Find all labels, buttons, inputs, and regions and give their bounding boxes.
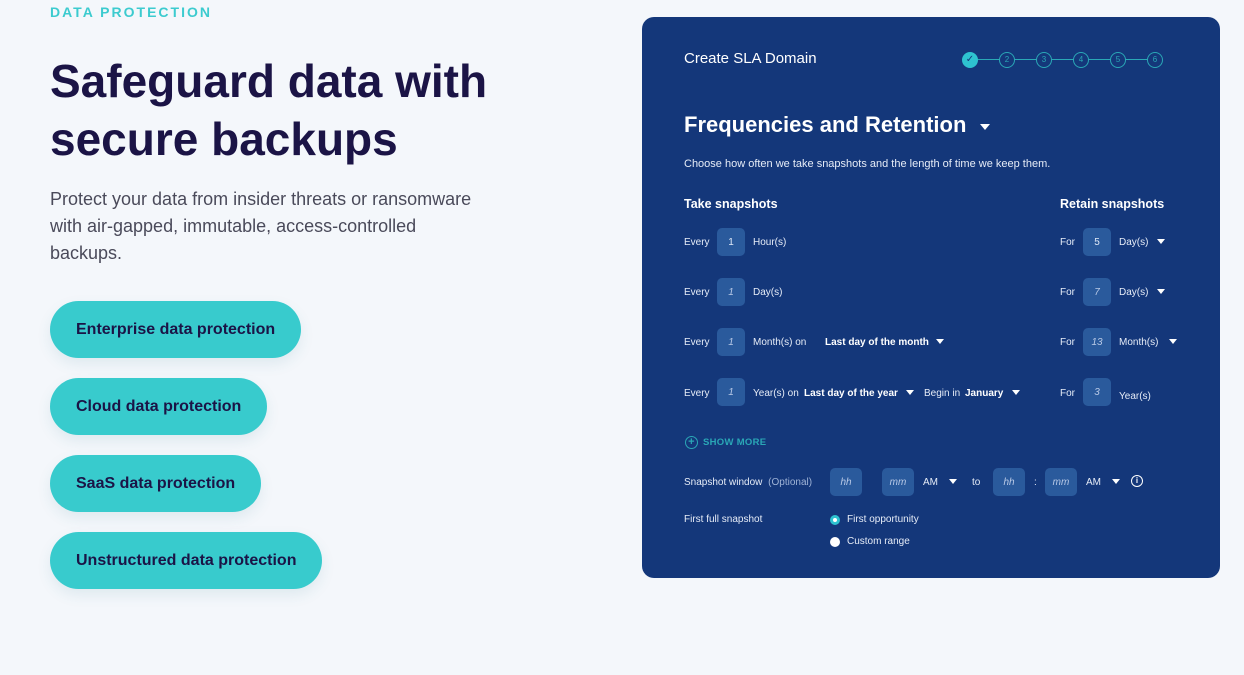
custom-range-label: Custom range [847,536,910,547]
sla-domain-panel: Create SLA Domain ✓ 2 3 4 5 6 Frequencie… [642,17,1220,578]
take-snapshots-header: Take snapshots [684,197,778,211]
monthly-retention-input[interactable]: 13 [1083,328,1111,356]
for-label: For [1060,287,1075,298]
chevron-down-icon[interactable] [949,479,957,484]
panel-title: Create SLA Domain [684,50,817,67]
retention-unit[interactable]: Day(s) [1119,237,1149,248]
every-label: Every [684,287,710,298]
first-full-snapshot-label: First full snapshot [684,514,763,525]
chevron-down-icon[interactable] [1169,339,1177,344]
year-day-select[interactable]: Last day of the year [804,388,898,399]
hourly-retention-input[interactable]: 5 [1083,228,1111,256]
chevron-down-icon[interactable] [1157,239,1165,244]
eyebrow: DATA PROTECTION [50,4,212,20]
chevron-down-icon[interactable] [936,339,944,344]
step-3[interactable]: 3 [1036,52,1052,68]
start-hour-input[interactable]: hh [830,468,862,496]
radio-selected-icon[interactable] [830,514,840,525]
retention-unit[interactable]: Day(s) [1119,287,1149,298]
optional-text: (Optional) [768,477,813,488]
first-opportunity-option[interactable]: First opportunity [830,514,919,525]
section-title-text: Frequencies and Retention [684,112,967,137]
step-connector [970,59,1156,60]
end-hour-input[interactable]: hh [993,468,1025,496]
enterprise-data-protection-button[interactable]: Enterprise data protection [50,301,302,358]
chevron-down-icon[interactable] [906,390,914,395]
step-indicator: ✓ 2 3 4 5 6 [962,51,1164,69]
every-label: Every [684,388,710,399]
first-opportunity-label: First opportunity [847,514,919,525]
step-6[interactable]: 6 [1147,52,1163,68]
snapshot-window-label: Snapshot window (Optional) [684,477,812,488]
start-ampm-select[interactable]: AM [923,477,938,488]
custom-range-option[interactable]: Custom range [830,536,910,547]
step-4[interactable]: 4 [1073,52,1089,68]
info-icon[interactable]: i [1131,475,1143,487]
retention-unit: Year(s) [1119,391,1151,402]
to-label: to [972,477,981,488]
radio-icon[interactable] [830,536,840,547]
frequency-unit: Month(s) on [753,337,807,348]
snapshot-window-text: Snapshot window [684,477,763,488]
month-day-select[interactable]: Last day of the month [825,337,929,348]
end-ampm-select[interactable]: AM [1086,477,1101,488]
section-title[interactable]: Frequencies and Retention [684,112,991,138]
frequency-unit: Day(s) [753,287,783,298]
every-label: Every [684,237,710,248]
for-label: For [1060,237,1075,248]
daily-retention-input[interactable]: 7 [1083,278,1111,306]
chevron-down-icon[interactable] [1112,479,1120,484]
unstructured-data-protection-button[interactable]: Unstructured data protection [50,532,323,589]
yearly-retention-input[interactable]: 3 [1083,378,1111,406]
colon-label: : [1034,477,1037,488]
yearly-frequency-input[interactable]: 1 [717,378,745,406]
begin-in-label: Begin in [924,388,961,399]
saas-data-protection-button[interactable]: SaaS data protection [50,455,262,512]
retention-unit[interactable]: Month(s) [1119,337,1159,348]
every-label: Every [684,337,710,348]
headline: Safeguard data with secure backups [50,55,488,165]
step-1-check-icon[interactable]: ✓ [962,52,978,68]
show-more-link[interactable]: + SHOW MORE [685,436,766,449]
end-minute-input[interactable]: mm [1045,468,1077,496]
step-2[interactable]: 2 [999,52,1015,68]
start-minute-input[interactable]: mm [882,468,914,496]
daily-frequency-input[interactable]: 1 [717,278,745,306]
chevron-down-icon[interactable] [1157,289,1165,294]
section-subtitle: Choose how often we take snapshots and t… [684,158,1051,170]
step-5[interactable]: 5 [1110,52,1126,68]
plus-circle-icon: + [685,436,698,449]
frequency-unit: Year(s) on [753,388,799,399]
hourly-frequency-input[interactable]: 1 [717,228,745,256]
retain-snapshots-header: Retain snapshots [1060,197,1165,211]
for-label: For [1060,337,1075,348]
chevron-down-icon[interactable] [980,123,991,130]
show-more-label: SHOW MORE [703,437,767,448]
description: Protect your data from insider threats o… [50,189,472,263]
frequency-unit: Hour(s) [753,237,787,248]
begin-month-select[interactable]: January [965,388,1004,399]
for-label: For [1060,388,1075,399]
monthly-frequency-input[interactable]: 1 [717,328,745,356]
cloud-data-protection-button[interactable]: Cloud data protection [50,378,268,435]
chevron-down-icon[interactable] [1012,390,1020,395]
